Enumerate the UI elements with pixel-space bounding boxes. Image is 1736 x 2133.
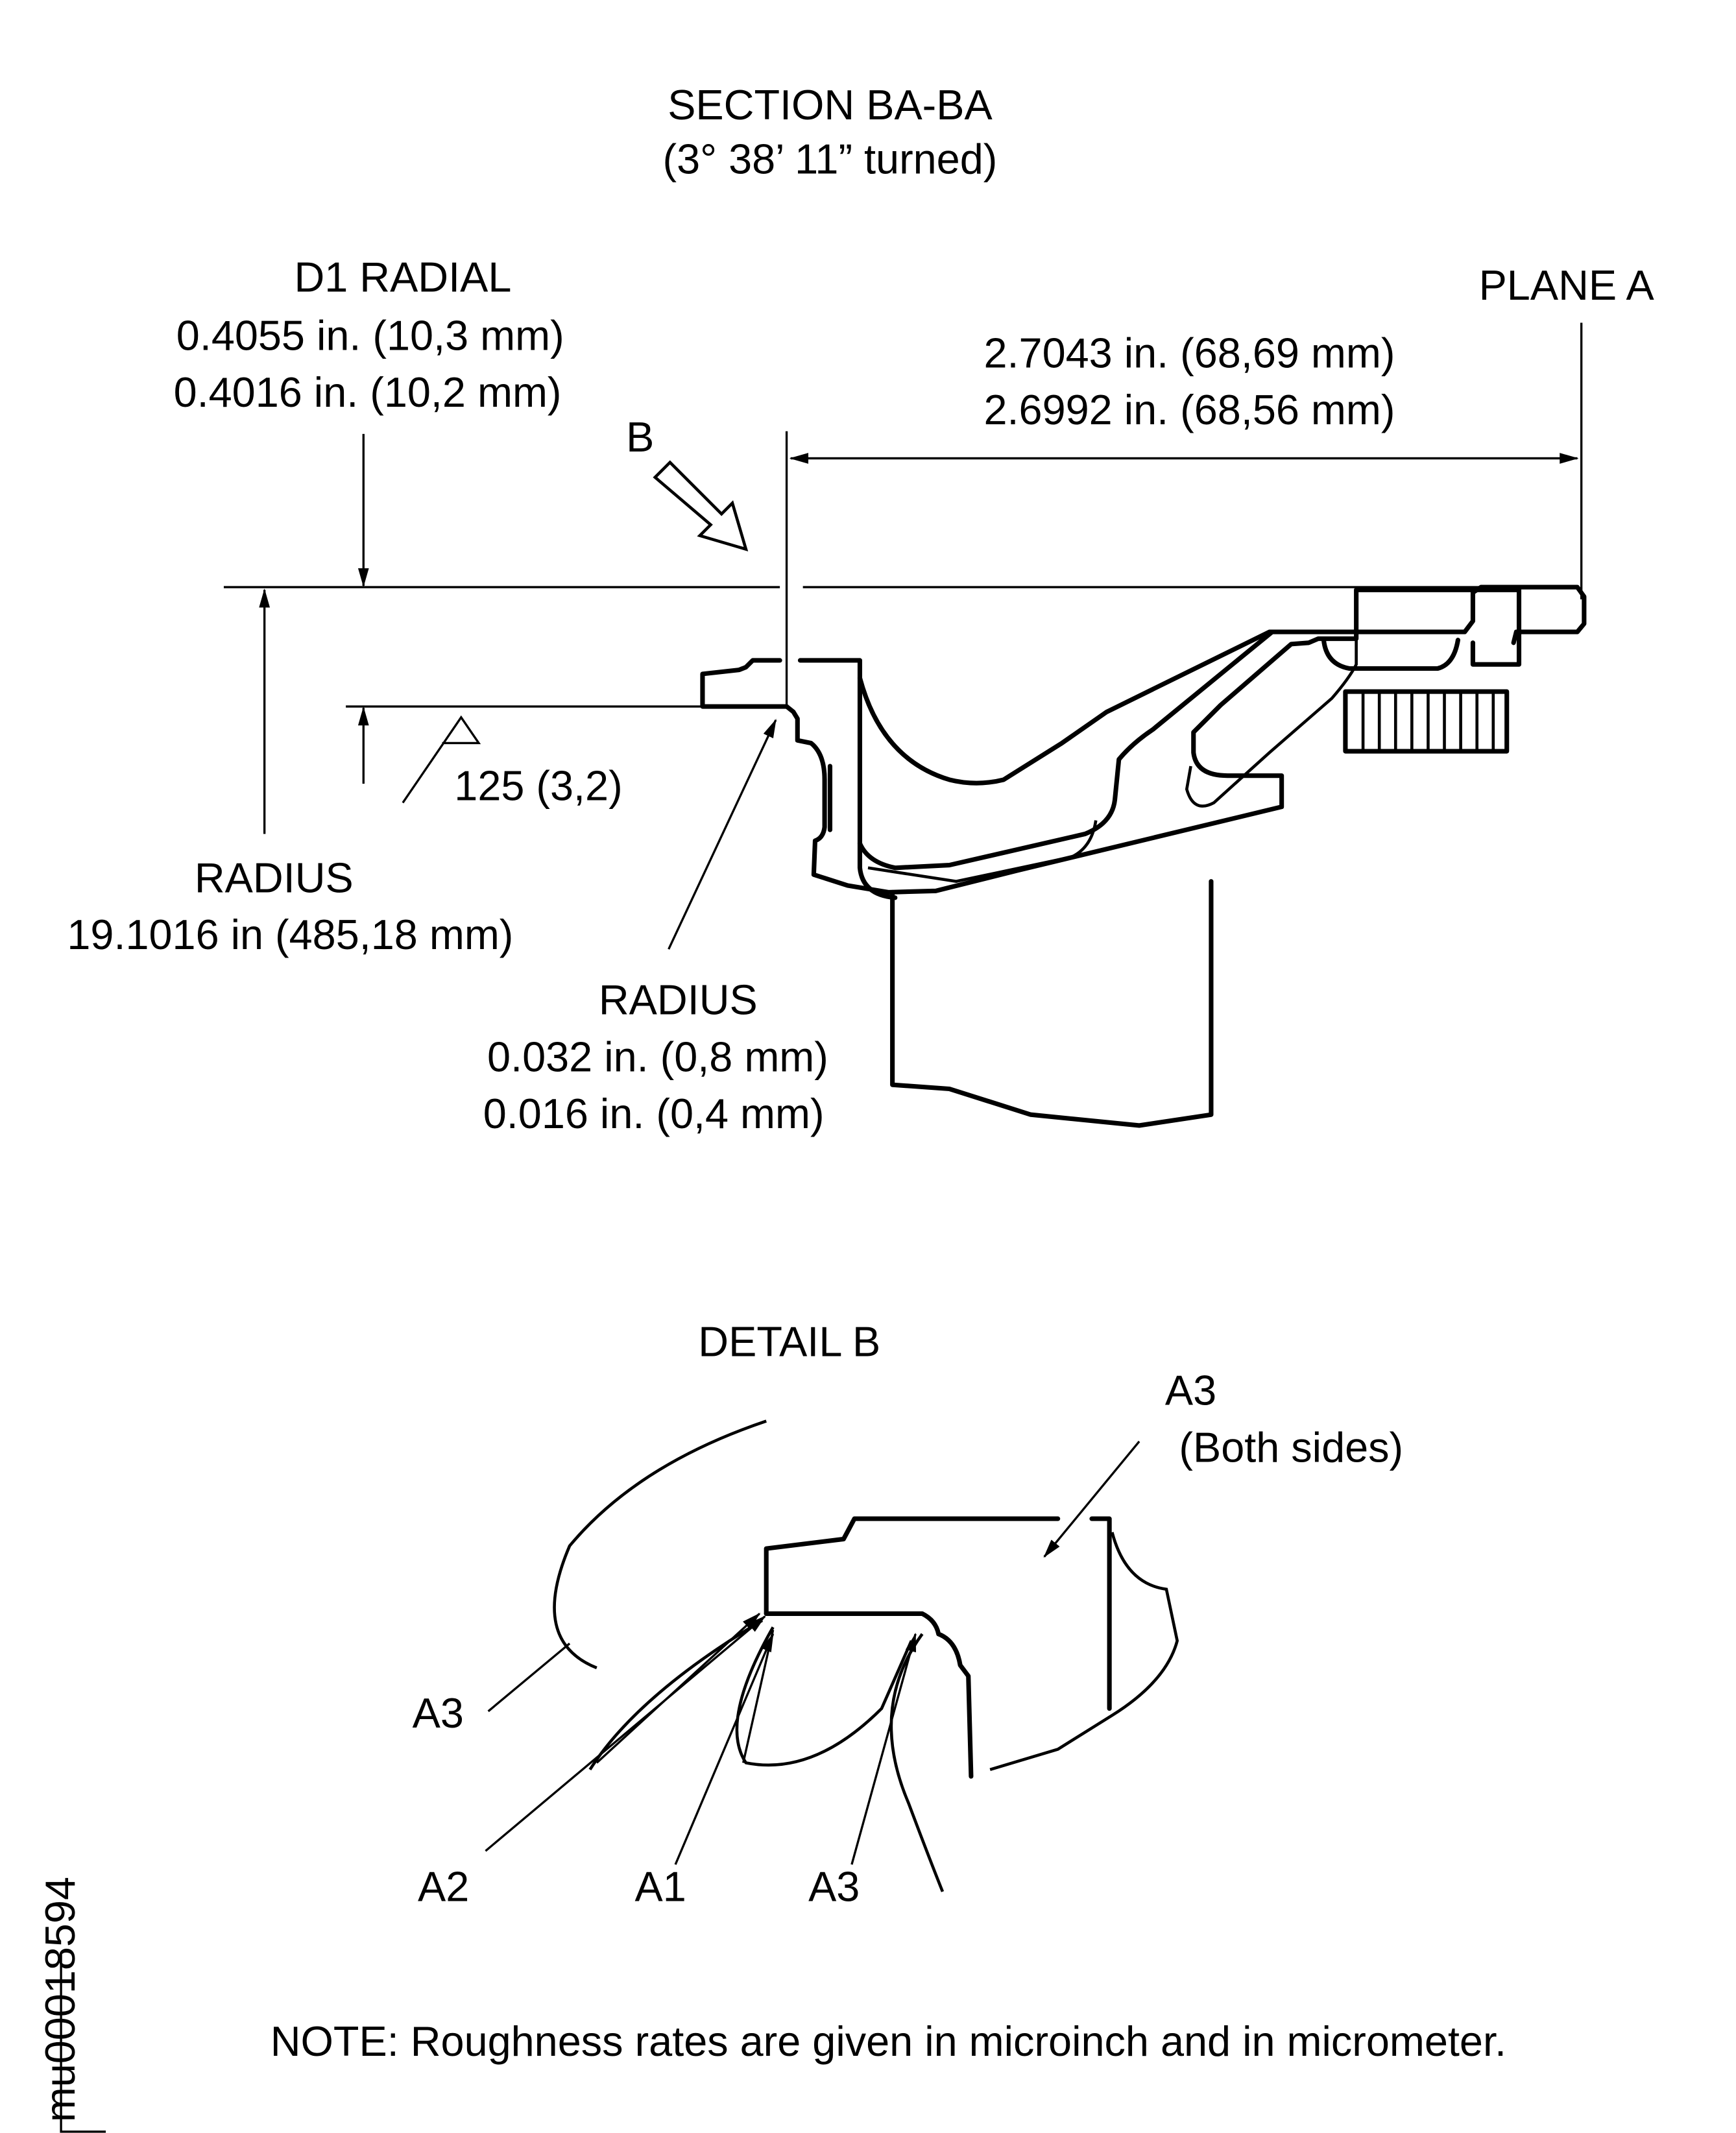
detail-label-a3-top: A3 bbox=[1165, 1367, 1216, 1414]
detail-label-a3-top-note: (Both sides) bbox=[1179, 1423, 1403, 1471]
blade-section-outline bbox=[700, 584, 1587, 1128]
plane-a-label: PLANE A bbox=[1479, 261, 1655, 309]
section-title: SECTION BA-BA bbox=[668, 81, 993, 128]
d1-radial-max: 0.4055 in. (10,3 mm) bbox=[176, 311, 564, 359]
view-b-arrow-icon bbox=[653, 460, 749, 551]
radius-small-max: 0.032 in. (0,8 mm) bbox=[487, 1033, 828, 1080]
roughness-note: NOTE: Roughness rates are given in micro… bbox=[271, 2018, 1506, 2065]
figure-id-text: mu00018594 bbox=[36, 1877, 84, 2122]
detail-b-callout-label: B bbox=[626, 413, 654, 461]
detail-label-a2: A2 bbox=[418, 1863, 469, 1910]
radius-small-min: 0.016 in. (0,4 mm) bbox=[483, 1090, 825, 1137]
detail-b-drawing bbox=[485, 1419, 1179, 1892]
serration-hatch bbox=[1343, 689, 1510, 754]
detail-label-a3-bottom: A3 bbox=[808, 1863, 860, 1910]
length-dim-min: 2.6992 in. (68,56 mm) bbox=[984, 386, 1395, 433]
roughness-symbol-icon bbox=[402, 715, 481, 804]
detail-title: DETAIL B bbox=[698, 1318, 880, 1365]
d1-radial-min: 0.4016 in. (10,2 mm) bbox=[174, 368, 562, 416]
detail-label-a1: A1 bbox=[634, 1863, 686, 1910]
radius-large-value: 19.1016 in (485,18 mm) bbox=[67, 911, 513, 958]
section-subtitle: (3° 38’ 11” turned) bbox=[663, 136, 998, 183]
figure-id: mu00018594 bbox=[36, 1877, 106, 2133]
detail-label-a3-left: A3 bbox=[413, 1689, 464, 1737]
length-dim-max: 2.7043 in. (68,69 mm) bbox=[984, 329, 1395, 376]
d1-radial-label: D1 RADIAL bbox=[294, 253, 511, 300]
radius-small-label: RADIUS bbox=[599, 976, 758, 1024]
radius-large-label: RADIUS bbox=[195, 854, 354, 901]
dimension-lines bbox=[223, 322, 1583, 950]
roughness-value: 125 (3,2) bbox=[454, 762, 622, 809]
